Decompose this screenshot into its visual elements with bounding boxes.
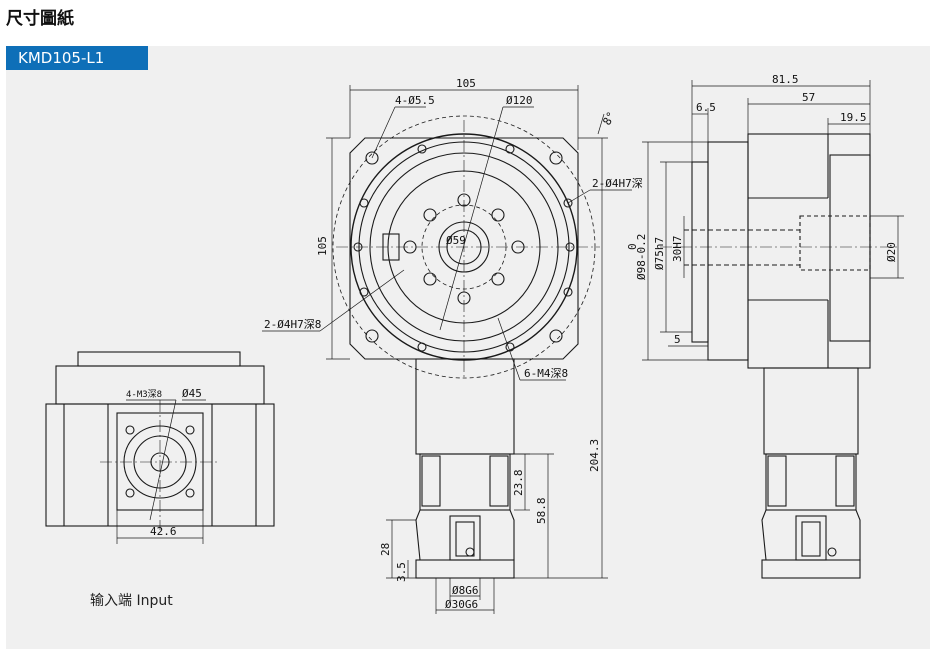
dim-3: 3.5 (395, 562, 408, 582)
dim-tapped: 6-M4深8 (524, 367, 568, 380)
dim-side-6: 6.5 (696, 101, 716, 114)
dim-side-57: 57 (802, 91, 815, 104)
pcd-circle (332, 115, 596, 379)
dim-pin-left: 2-Ø4H7深8 (264, 318, 321, 331)
dim-58: 58.8 (535, 498, 548, 525)
dim-shaft-30: Ø30G6 (445, 598, 478, 611)
bolt-hole (549, 329, 563, 343)
front-flange (349, 137, 579, 360)
side-view (660, 133, 900, 579)
dim-d75: Ø75h7 (653, 237, 666, 270)
dim-front-width: 105 (456, 77, 476, 90)
dim-d98-tol: 0 (626, 243, 639, 250)
dim-pin-top: 2-Ø4H7深 (592, 177, 643, 190)
dim-d20: Ø20 (885, 242, 898, 262)
dim-input-tapped: 4-M3深8 (126, 389, 162, 400)
bolt-hole (365, 329, 379, 343)
dim-angle: 8° (600, 110, 618, 128)
dim-side-19: 19.5 (840, 111, 867, 124)
dim-23: 23.8 (512, 470, 525, 497)
dim-pcd: Ø120 (506, 94, 533, 107)
input-label: 输入端 Input (90, 593, 173, 609)
dim-input-42: 42.6 (150, 525, 177, 538)
bolt-hole (549, 151, 563, 165)
dim-side-81: 81.5 (772, 73, 799, 86)
dim-28: 28 (379, 543, 392, 556)
dim-d98: Ø98-0.2 (635, 234, 648, 280)
bolt-hole (365, 151, 379, 165)
dim-overall-height: 204.3 (588, 439, 601, 472)
dim-bolt-holes: 4-Ø5.5 (395, 94, 435, 107)
input-view (45, 351, 275, 530)
dim-input-d45: Ø45 (182, 387, 202, 400)
front-view (332, 115, 600, 579)
dim-shaft-8: Ø8G6 (452, 584, 479, 597)
dim-side-5: 5 (674, 333, 681, 346)
dim-center-bore: Ø59 (446, 234, 466, 247)
page-title: 尺寸圖紙 (6, 9, 74, 29)
model-tab[interactable]: KMD105-L1 (6, 46, 148, 70)
dim-d30: 30H7 (671, 236, 684, 263)
dim-front-height: 105 (316, 236, 329, 256)
